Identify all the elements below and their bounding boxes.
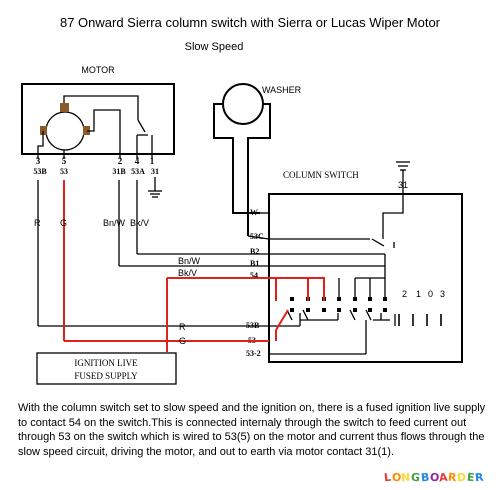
switch-terminal-54: 54: [250, 271, 258, 280]
ignition-supply-line2: FUSED SUPPLY: [74, 371, 138, 381]
washer-label: WASHER: [262, 85, 302, 95]
motor-label: MOTOR: [81, 65, 115, 75]
motor-earth-icon: [148, 177, 162, 198]
diagram-subtitle: Slow Speed: [185, 41, 244, 53]
wire-label-g2: G: [179, 336, 186, 346]
motor-terminal-31: 31: [151, 167, 159, 176]
wire-label-bkv: Bk/V: [178, 268, 197, 278]
watermark-logo: LONGBOARDER: [383, 470, 485, 485]
switch-terminal-w: W: [250, 208, 258, 217]
switch-position-2: 2: [402, 289, 407, 299]
motor-terminal-31b: 31B: [112, 167, 126, 176]
switch-contacts: [290, 297, 387, 312]
washer-motor-icon: [213, 83, 271, 236]
switch-position-markers: [398, 314, 442, 326]
motor-box: [21, 83, 175, 155]
motor-brush-right: [83, 126, 90, 135]
motor-terminal-53b: 53B: [33, 167, 47, 176]
switch-position-1: 1: [416, 289, 421, 299]
motor-terminal-53: 53: [60, 167, 68, 176]
diagram-title: 87 Onward Sierra column switch with Sier…: [60, 15, 441, 30]
ignition-supply-line1: IGNITION LIVE: [74, 358, 138, 368]
wire-label-r: R: [34, 218, 41, 228]
motor-pin-4: 4: [135, 156, 140, 166]
motor-brush-left: [40, 126, 47, 135]
switch-internals: [269, 212, 396, 355]
caption-text: With the column switch set to slow speed…: [18, 402, 486, 458]
column-switch-label: COLUMN SWITCH: [283, 170, 359, 180]
wire-label-bkv-slash: Bk/V: [130, 218, 149, 228]
motor-terminal-53a: 53A: [131, 167, 145, 176]
motor-brush-top: [60, 103, 69, 112]
motor-pin-5: 5: [62, 156, 67, 166]
motor-internals: [37, 95, 153, 159]
motor-armature: [45, 111, 85, 151]
wire-label-r2: R: [179, 322, 186, 332]
ignition-supply-box: [36, 352, 177, 385]
motor-pin-1: 1: [150, 156, 155, 166]
wire-label-bnw-slash: Bn/W: [103, 218, 126, 228]
switch-position-0: 0: [428, 289, 433, 299]
switch-terminal-53c: 53C: [250, 232, 264, 241]
wire-label-g: G: [60, 218, 67, 228]
switch-position-3: 3: [440, 289, 445, 299]
live-circuit: [63, 180, 325, 352]
switch-terminal-53-2: 53-2: [246, 349, 261, 358]
wire-label-bnw: Bn/W: [178, 256, 201, 266]
switch-earth-terminal: 31: [398, 180, 408, 190]
switch-terminal-b1: B1: [250, 259, 259, 268]
switch-earth-icon: [394, 161, 410, 214]
motor-pin-2: 2: [118, 156, 123, 166]
switch-terminal-b2: B2: [250, 247, 259, 256]
motor-pin-3: 3: [36, 156, 41, 166]
black-wiring: [37, 180, 270, 327]
